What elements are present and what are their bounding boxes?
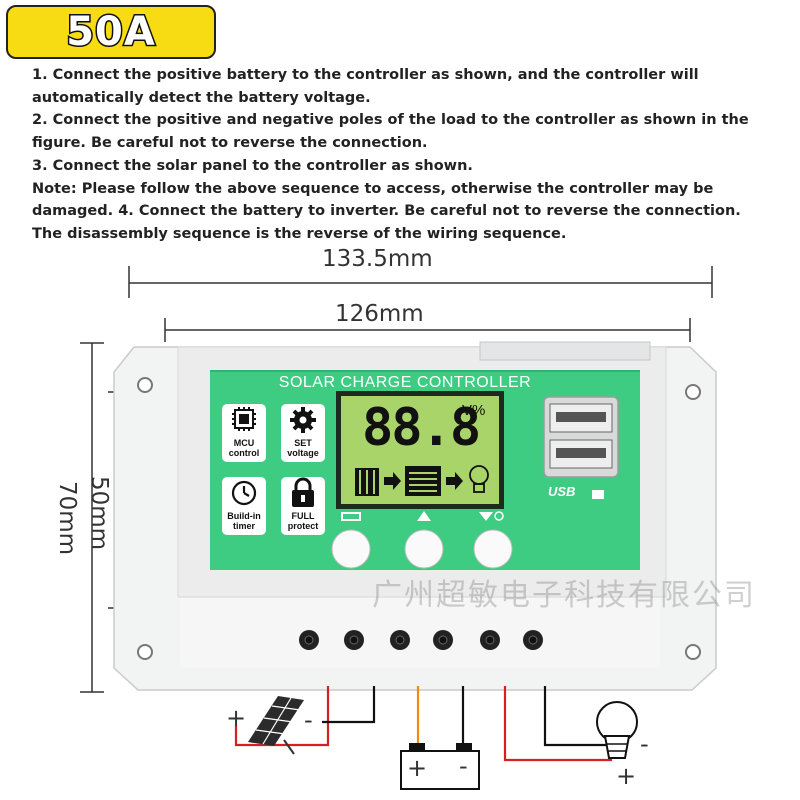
up-arrow-icon (417, 511, 431, 521)
menu-button[interactable] (331, 529, 371, 569)
solar-panel-icon (248, 696, 304, 755)
up-button[interactable] (404, 529, 444, 569)
inner-height-label: 50mm (86, 475, 113, 551)
inner-width-dimension (164, 318, 691, 342)
full-protect-label: FULL protect (287, 511, 319, 531)
usb-ports (543, 396, 619, 478)
gear-icon (290, 407, 316, 433)
instruction-line: 2. Connect the positive and negative pol… (32, 112, 749, 129)
bulb-icon (596, 701, 638, 759)
controller-title: SOLAR CHARGE CONTROLLER (278, 374, 532, 391)
instruction-line: damaged. 4. Connect the battery to inver… (32, 203, 741, 220)
arrow-right-icon (446, 472, 463, 490)
capacity-badge: 50A (6, 5, 216, 59)
instruction-line: Note: Please follow the above sequence t… (32, 180, 714, 197)
capacity-badge-text: 50A (65, 8, 157, 57)
timer-label: Build-in timer (227, 511, 261, 531)
clock-icon (231, 480, 257, 506)
lcd-display (336, 391, 504, 509)
overall-height-label: 70mm (54, 480, 81, 556)
lcd-value: 88.8 (362, 398, 481, 458)
overall-width-label: 133.5mm (322, 246, 433, 272)
bulb-lcd-icon (469, 465, 489, 493)
down-light-icon (479, 511, 504, 521)
menu-icon (341, 512, 361, 521)
mcu-icon (232, 407, 256, 431)
solar-plus-label: + (226, 704, 247, 732)
solar-minus-label: - (304, 706, 313, 734)
instruction-line: 3. Connect the solar panel to the contro… (32, 157, 473, 174)
solar-panel-lcd-icon (355, 468, 379, 496)
usb-label: USB (548, 484, 576, 499)
lcd-unit: V% (462, 402, 486, 419)
arrow-right-icon (384, 472, 401, 490)
battery-plus-label: + (407, 754, 428, 782)
instructions-text: 1. Connect the positive battery to the c… (32, 64, 772, 246)
instruction-line: automatically detect the battery voltage… (32, 89, 371, 106)
terminal-strip (180, 598, 660, 668)
overall-height-dimension (80, 342, 104, 693)
set-voltage-label: SET voltage (287, 438, 319, 458)
instruction-line: The disassembly sequence is the reverse … (32, 225, 567, 242)
battery-lcd-icon (405, 466, 441, 496)
battery-minus-label: - (459, 752, 468, 780)
instruction-line: 1. Connect the positive battery to the c… (32, 67, 699, 83)
watermark: 广州超敏电子科技有限公司 (372, 578, 756, 613)
down-button[interactable] (473, 529, 513, 569)
load-plus-label: + (616, 762, 637, 790)
inner-width-label: 126mm (335, 301, 424, 327)
wiring (234, 686, 612, 762)
lock-icon (292, 477, 314, 507)
overall-width-dimension (128, 266, 713, 298)
mcu-label: MCU control (228, 438, 260, 458)
battery-icon (400, 743, 480, 790)
load-minus-label: - (640, 730, 649, 758)
instruction-line: figure. Be careful not to reverse the co… (32, 135, 428, 152)
usb-icon (592, 490, 604, 499)
